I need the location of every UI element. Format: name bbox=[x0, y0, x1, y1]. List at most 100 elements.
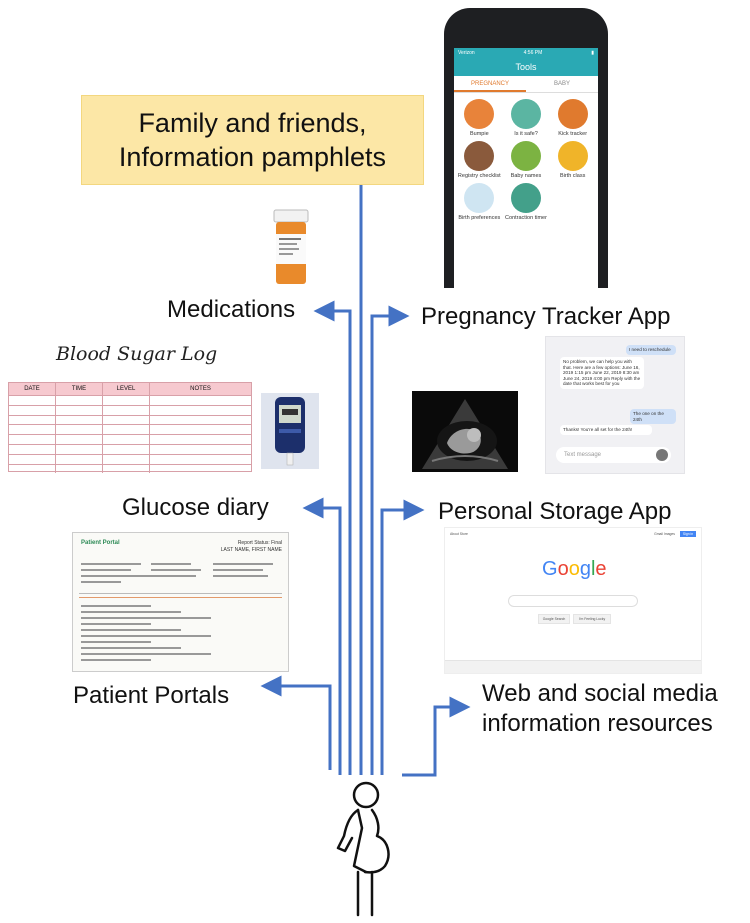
google-top-right-links[interactable]: Gmail Images bbox=[654, 532, 675, 536]
table-cell bbox=[150, 455, 251, 464]
chat-screenshot: I need to reschedule No problem, we can … bbox=[545, 336, 685, 474]
table-cell bbox=[9, 464, 56, 474]
portal-header: Report Status: Final LAST NAME, FIRST NA… bbox=[221, 540, 282, 554]
table-cell bbox=[56, 425, 103, 435]
text-line bbox=[81, 623, 151, 625]
ultrasound-image bbox=[412, 391, 518, 472]
feeling-lucky-button[interactable]: I'm Feeling Lucky bbox=[573, 614, 611, 624]
tool-label: Baby names bbox=[510, 173, 542, 179]
tool-item[interactable]: Birth preferences bbox=[456, 183, 503, 221]
web-social-label-line1: Web and social media bbox=[482, 680, 718, 707]
table-row bbox=[9, 434, 251, 444]
tool-icon bbox=[510, 99, 541, 129]
google-signin-button[interactable]: Sign in bbox=[680, 531, 696, 537]
arrow-patient-portals bbox=[260, 675, 332, 770]
pregnancy-tracker-label: Pregnancy Tracker App bbox=[421, 303, 671, 330]
table-cell bbox=[150, 435, 251, 444]
table-cell bbox=[150, 406, 251, 415]
table-cell bbox=[150, 416, 251, 425]
google-logo-letter: G bbox=[542, 558, 558, 580]
col-date: DATE bbox=[9, 383, 56, 395]
tool-item[interactable]: Contraction timer bbox=[503, 183, 550, 221]
tool-icon bbox=[464, 99, 495, 129]
glucose-meter-icon bbox=[275, 397, 305, 466]
table-cell bbox=[103, 464, 150, 474]
table-cell bbox=[103, 396, 150, 405]
google-footer bbox=[445, 660, 701, 673]
app-title: Tools bbox=[454, 58, 598, 76]
table-cell bbox=[9, 415, 56, 425]
text-line bbox=[81, 629, 181, 631]
table-row bbox=[9, 404, 251, 415]
chat-text-input[interactable]: Text message bbox=[556, 447, 671, 463]
google-logo: Google bbox=[542, 558, 607, 581]
col-level: LEVEL bbox=[103, 383, 150, 395]
table-cell bbox=[103, 454, 150, 464]
tool-item[interactable]: Is it safe? bbox=[503, 99, 550, 137]
tool-item[interactable]: Bumpie bbox=[456, 99, 503, 137]
table-row bbox=[9, 463, 251, 474]
table-cell bbox=[9, 396, 56, 405]
text-line bbox=[81, 581, 121, 583]
text-line bbox=[81, 617, 211, 619]
battery-icon: ▮ bbox=[591, 50, 594, 56]
carrier-text: Verizon bbox=[458, 50, 475, 56]
tab-pregnancy[interactable]: PREGNANCY bbox=[454, 76, 526, 92]
google-search-button[interactable]: Google Search bbox=[538, 614, 570, 624]
table-row bbox=[9, 395, 251, 405]
chat-message-4: Thanks! You're all set for the 24th! bbox=[560, 425, 652, 435]
web-social-label-line2: information resources bbox=[482, 710, 713, 737]
google-top-left-links[interactable]: About Store bbox=[450, 532, 468, 536]
text-line bbox=[81, 635, 211, 637]
table-cell bbox=[150, 425, 251, 434]
text-line bbox=[81, 647, 181, 649]
table-cell bbox=[103, 435, 150, 444]
table-cell bbox=[103, 405, 150, 415]
tool-icon bbox=[557, 141, 588, 171]
arrow-pregnancy-tracker bbox=[370, 305, 410, 775]
text-line bbox=[213, 563, 273, 565]
google-search-input[interactable] bbox=[508, 595, 638, 607]
table-cell bbox=[56, 405, 103, 415]
text-line bbox=[213, 575, 268, 577]
tool-icon bbox=[557, 99, 588, 129]
medications-label: Medications bbox=[167, 296, 296, 323]
table-cell bbox=[9, 405, 56, 415]
pregnant-woman-icon bbox=[336, 781, 390, 917]
blood-sugar-log-title: Blood Sugar Log bbox=[56, 343, 218, 365]
table-cell bbox=[56, 435, 103, 444]
ultrasound-scan-icon bbox=[422, 399, 508, 469]
tool-label: Birth preferences bbox=[458, 215, 501, 221]
tool-item[interactable]: Kick tracker bbox=[549, 99, 596, 137]
patient-portal-document: Patient Portal Report Status: Final LAST… bbox=[72, 532, 289, 672]
text-line bbox=[81, 605, 151, 607]
portal-header-line1: Report Status: Final bbox=[237, 540, 282, 546]
divider bbox=[79, 597, 282, 598]
table-cell bbox=[56, 454, 103, 464]
table-cell bbox=[150, 465, 251, 474]
table-row bbox=[9, 424, 251, 435]
text-line bbox=[151, 563, 191, 565]
patient-portals-label: Patient Portals bbox=[73, 682, 230, 709]
text-line bbox=[213, 569, 263, 571]
send-icon[interactable] bbox=[656, 449, 668, 461]
divider bbox=[79, 593, 282, 594]
tool-label: Bumpie bbox=[470, 131, 489, 137]
tool-item[interactable]: Birth class bbox=[549, 141, 596, 179]
table-cell bbox=[103, 415, 150, 425]
tool-item[interactable]: Baby names bbox=[503, 141, 550, 179]
tool-item[interactable]: Registry checklist bbox=[456, 141, 503, 179]
text-line bbox=[81, 611, 181, 613]
time-text: 4:56 PM bbox=[523, 50, 543, 56]
tab-baby[interactable]: BABY bbox=[553, 81, 570, 87]
text-line bbox=[81, 563, 141, 565]
glucose-meter-image bbox=[261, 393, 319, 469]
table-cell bbox=[56, 396, 103, 405]
table-cell bbox=[9, 435, 56, 444]
google-logo-letter: o bbox=[557, 558, 569, 580]
arrow-glucose-diary bbox=[302, 497, 342, 775]
tool-label: Registry checklist bbox=[457, 173, 501, 179]
blood-sugar-log-table: DATE TIME LEVEL NOTES bbox=[8, 382, 252, 474]
tool-label: Contraction timer bbox=[505, 215, 547, 221]
glucose-diary-label: Glucose diary bbox=[122, 494, 269, 521]
